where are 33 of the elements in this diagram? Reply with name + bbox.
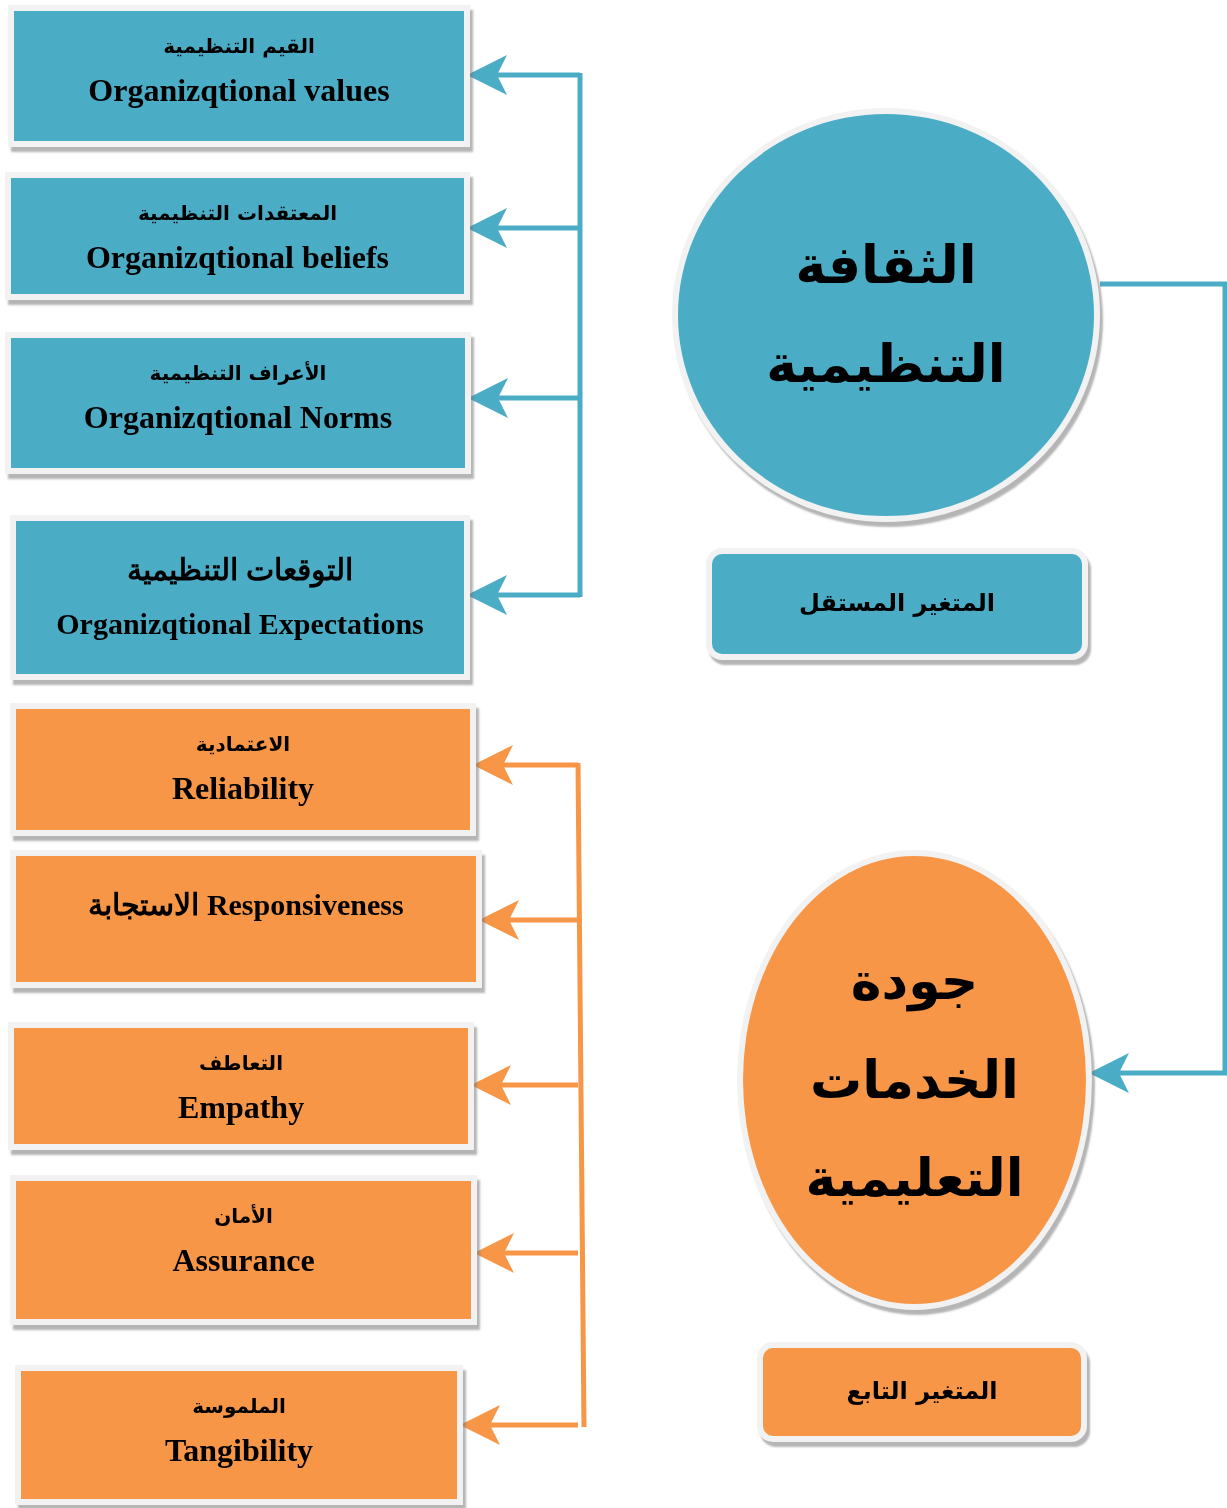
arabic-label: المتغير التابع (846, 1376, 998, 1408)
english-label: Empathy (177, 1088, 305, 1127)
concept-box (5, 172, 470, 300)
arabic-label: المعتقدات التنظيمية (137, 200, 338, 226)
label-box (706, 548, 1088, 660)
english-label: Reliability (171, 769, 315, 808)
english-label: Assurance (172, 1241, 315, 1280)
arabic-label: المتغير المستقل (799, 588, 995, 620)
concept-box (8, 5, 470, 147)
concept-box (10, 515, 470, 680)
arabic-label: الأعراف التنظيمية (149, 360, 327, 386)
english-label: Organizqtional values (88, 71, 390, 110)
arabic-label: القيم التنظيمية (163, 33, 315, 59)
label-box (757, 1342, 1087, 1442)
bracket-trunk (577, 73, 583, 597)
arabic-label: التعاطف (199, 1050, 283, 1076)
arabic-label: الاعتمادية (195, 731, 291, 757)
arabic-label: الأمان (214, 1203, 273, 1229)
english-label: Organizqtional beliefs (85, 238, 390, 277)
concept-box (15, 1365, 463, 1505)
arabic-label: جودة الخدمات التعليمية (804, 949, 1025, 1211)
concept-box (10, 1175, 477, 1325)
concept-box (10, 850, 482, 988)
bilingual-label: التوقعات التنظيمية Organizqtional Expectations (55, 552, 425, 642)
arabic-label: الثقافة التنظيمية (766, 234, 1006, 396)
english-label: Tangibility (164, 1431, 314, 1470)
concept-box (10, 703, 476, 836)
bracket-trunk (575, 762, 587, 1428)
bilingual-label: الاستجابة Responsiveness (88, 887, 404, 923)
concept-box (5, 332, 471, 474)
arabic-label: الملموسة (192, 1393, 286, 1419)
english-label: Organizqtional Norms (83, 398, 393, 437)
concept-box (8, 1022, 474, 1150)
